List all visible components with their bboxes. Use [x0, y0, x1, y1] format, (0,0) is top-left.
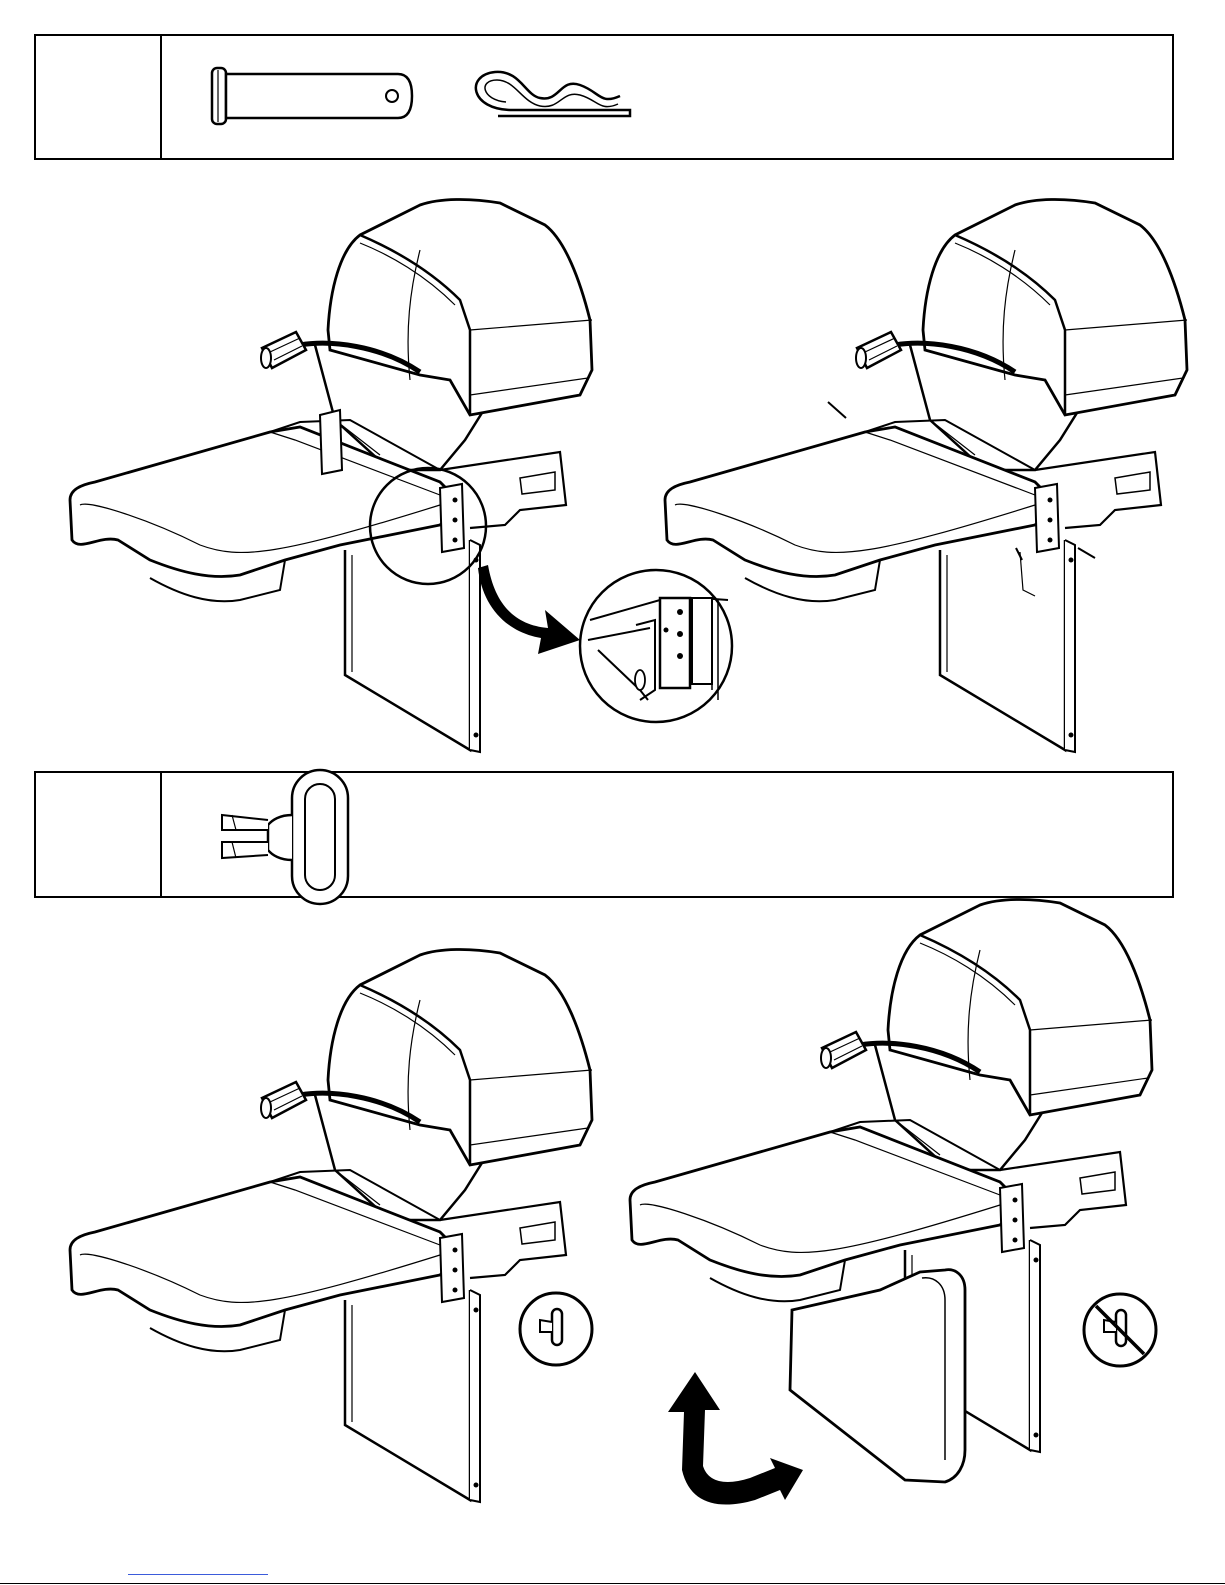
fold-direction-arrow-icon [668, 1372, 803, 1505]
figure-shelf-pin-locked [70, 949, 592, 1502]
figure-side-shelf-attach [70, 199, 592, 752]
footer-rule [0, 1583, 1225, 1584]
hitch-pin-clip-icon [476, 72, 630, 116]
pin-allowed-icon [520, 1293, 592, 1365]
pin-prohibited-icon [1084, 1294, 1156, 1366]
detail-arrow-icon [478, 565, 580, 654]
footer-link-underline[interactable] [128, 1574, 268, 1575]
figure-side-shelf-pinned [665, 199, 1187, 752]
clevis-pin-icon [212, 68, 412, 124]
lock-pin-icon [222, 770, 348, 904]
detail-magnified-view [580, 570, 732, 722]
